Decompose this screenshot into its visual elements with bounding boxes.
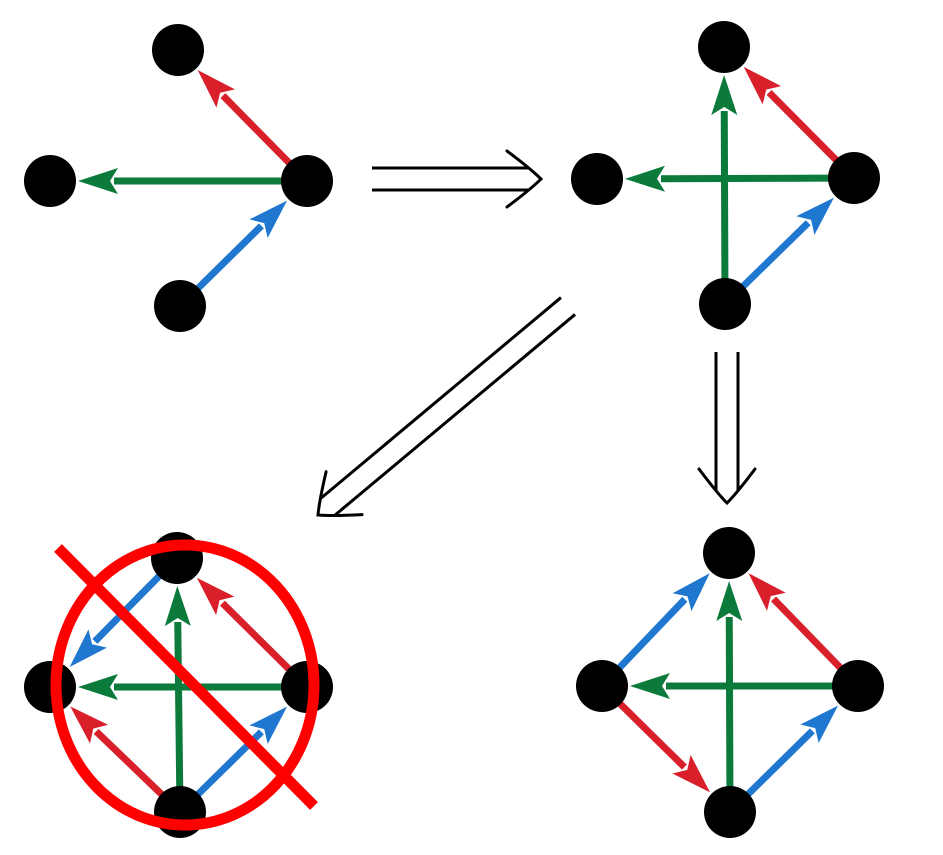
- edge-left-to-top-blue: [614, 573, 710, 673]
- edge-right-to-top-red: [743, 66, 841, 165]
- implication-head: [505, 149, 544, 209]
- implication-top-right-to-bottom-right-icon: [697, 352, 757, 506]
- arrow-shaft: [660, 174, 833, 183]
- edge-right-to-top-red: [196, 577, 294, 674]
- edge-right-to-left-green: [624, 165, 833, 192]
- arrow-head-icon: [197, 69, 235, 108]
- arrow-head-icon: [70, 706, 109, 744]
- edge-bottom-to-top-green: [164, 585, 191, 791]
- implication-top-left-to-top-right-icon: [372, 149, 544, 209]
- arrow-head-icon: [164, 585, 191, 627]
- arrow-head-icon: [249, 200, 288, 238]
- arrow-head-icon: [743, 66, 782, 105]
- node-bottom-icon: [699, 278, 751, 330]
- implication-rail: [319, 296, 562, 501]
- implication-top-right-to-bottom-left-icon: [316, 296, 577, 518]
- arrow-head-icon: [78, 168, 118, 194]
- cross-out-slash: [54, 544, 318, 810]
- implication-rail: [333, 313, 577, 517]
- arrow-shaft: [771, 596, 846, 673]
- edge-right-to-top-red: [197, 69, 295, 168]
- arrow-head-icon: [800, 705, 839, 743]
- node-top-icon: [152, 24, 204, 76]
- node-right-icon: [828, 152, 880, 204]
- implication-head: [316, 470, 364, 518]
- arrow-head-icon: [672, 573, 710, 612]
- implication-arrows: [316, 149, 757, 518]
- arrow-head-icon: [748, 573, 786, 611]
- edge-bottom-to-top-green: [711, 74, 738, 283]
- arrow-shaft: [615, 698, 687, 770]
- arrow-head-icon: [716, 580, 743, 622]
- arrow-head-icon: [711, 74, 738, 116]
- node-bottom-icon: [704, 786, 756, 838]
- arrow-shaft: [220, 93, 295, 168]
- edge-left-to-bottom-red: [615, 698, 711, 793]
- node-right-icon: [281, 155, 333, 207]
- arrow-head-icon: [672, 755, 711, 793]
- graph-panel-bottom-right: [576, 527, 884, 838]
- arrow-shaft: [219, 600, 294, 674]
- arrow-shaft: [743, 728, 815, 800]
- arrow-shaft: [738, 220, 811, 292]
- cross-out-circle: [50, 539, 320, 831]
- arrow-head-icon: [249, 706, 288, 744]
- edge-right-to-top-red: [748, 573, 846, 673]
- node-right-icon: [832, 660, 884, 712]
- edge-right-to-left-green: [78, 168, 285, 194]
- node-bottom-icon: [154, 280, 206, 332]
- arrow-head-icon: [796, 197, 834, 235]
- arrow-shaft: [720, 110, 729, 283]
- node-top-icon: [703, 527, 755, 579]
- arrow-head-icon: [624, 165, 666, 192]
- implication-head: [697, 467, 757, 506]
- node-left-icon: [571, 153, 623, 205]
- arrow-head-icon: [196, 577, 235, 616]
- edge-bottom-to-top-green: [716, 580, 743, 791]
- node-top-icon: [698, 21, 750, 73]
- edge-right-to-left-green: [630, 673, 836, 699]
- graph-panels: [24, 21, 884, 838]
- arrow-shaft: [174, 621, 184, 791]
- graph-panel-bottom-left: [24, 532, 333, 838]
- node-left-icon: [24, 155, 76, 207]
- node-right-icon: [281, 661, 333, 713]
- graph-panel-top-left: [24, 24, 333, 332]
- prohibition-circle-icon: [50, 539, 320, 831]
- edge-bottom-to-right-blue: [193, 200, 288, 294]
- arrow-shaft: [725, 616, 734, 791]
- arrow-shaft: [766, 89, 841, 165]
- arrow-shaft: [93, 728, 167, 800]
- edge-top-to-left-blue: [69, 571, 165, 668]
- edge-bottom-to-right-blue: [738, 197, 834, 292]
- edge-bottom-to-left-red: [70, 706, 167, 800]
- node-left-icon: [576, 660, 628, 712]
- graph-panel-top-right: [571, 21, 880, 330]
- arrow-shaft: [614, 596, 688, 673]
- arrow-head-icon: [78, 674, 118, 700]
- arrow-head-icon: [630, 673, 670, 699]
- arrow-head-icon: [69, 629, 107, 668]
- arrow-shaft: [92, 571, 165, 644]
- edge-bottom-to-right-blue: [743, 705, 839, 800]
- arrow-shaft: [193, 223, 264, 294]
- node-left-icon: [24, 661, 76, 713]
